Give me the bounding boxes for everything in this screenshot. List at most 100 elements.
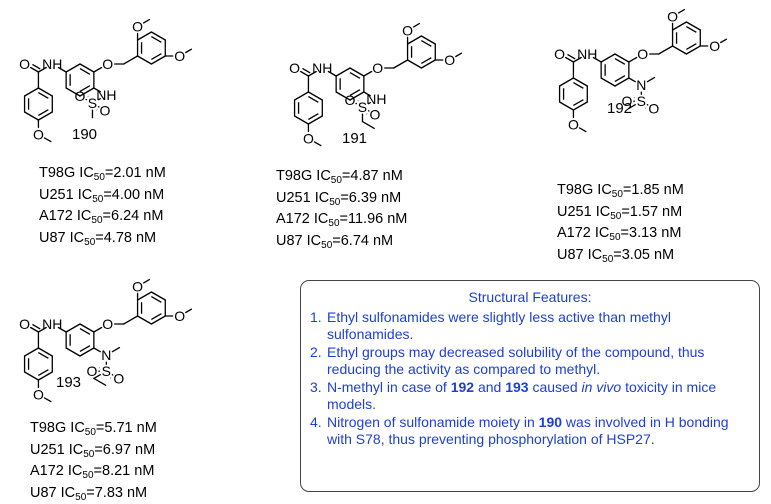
bond [79,87,95,97]
bond [671,21,688,31]
bond [23,87,40,97]
atom-s: S [358,99,367,115]
bond [412,22,420,28]
atom-o-ether: O [637,46,648,62]
activity-row: T98G IC50=1.85 nM [557,182,684,200]
features-list: 1. Ethyl sulfonamides were slightly less … [301,309,759,449]
bond [658,45,674,55]
bond [313,141,322,147]
feature-text: 193 [505,378,529,395]
bond [572,77,588,87]
ic-subscript: 50 [93,172,105,183]
activity-row: U87 IC50=6.74 nM [276,232,394,251]
cell-line: U87 [30,484,57,501]
ic-value: 7.83 nM [94,484,148,501]
cell-line: U251 [557,203,592,220]
atom-o-sulfonyl: O [99,102,110,118]
bond [37,347,53,357]
bond [111,346,121,353]
bond [367,102,371,105]
aromatic-double-bond [79,345,91,352]
cell-line: U251 [30,441,65,458]
ic-value: 11.96 nM [348,211,408,227]
bond [363,91,371,97]
atom-o-ether: O [102,316,113,332]
aromatic-double-bond [308,96,319,103]
feature-number: 2. [310,343,322,360]
ic-value: 4.00 nM [111,186,165,203]
cell-line: A172 [30,463,64,479]
ic-label: IC [597,182,612,198]
bond [23,371,40,381]
bond [600,77,616,87]
ic-subscript: 50 [610,210,622,222]
atom-o-methoxy-right: O [709,38,720,54]
bond [123,55,139,65]
ic-label: IC [595,203,611,220]
bond [349,91,365,101]
bond [628,104,636,110]
bond [614,53,630,63]
ic-label: IC [316,168,331,184]
cell-line: T98G [276,168,313,184]
aromatic-double-bond [151,53,162,60]
activity-row: U87 IC50=3.05 nM [557,246,675,265]
aromatic-double-bond [79,328,91,335]
bond [299,70,310,77]
bond [720,38,728,44]
bond [614,77,630,87]
feature-text: was involved in H bonding with S78, thus… [327,413,729,448]
aromatic-double-bond [38,369,49,376]
bond [29,66,40,73]
atom-o-methoxy-right: O [174,48,185,64]
ic-value: 6.24 nM [111,208,164,224]
bond [293,91,310,101]
atom-nh: NH [42,316,62,332]
bond [578,127,587,133]
bond [136,55,153,65]
atom-o-sulfonyl: O [86,363,97,379]
atom-o-sulfonyl: O [648,100,659,116]
bond [363,70,373,77]
bond [307,70,317,77]
atom-o-amide: O [554,46,565,62]
compound-id: 190 [72,126,98,143]
bond [335,91,351,101]
activity-row: U251 IC50=6.97 nM [30,441,156,460]
ic-value: 4.87 nM [350,168,403,184]
activity-row: A172 IC50=11.96 nM [276,211,408,229]
atom-o-methoxy-top: O [132,278,143,294]
bond [23,111,40,121]
feature-number: 1. [310,308,322,325]
double-bond [567,53,576,60]
bond [37,371,53,381]
bond [57,66,67,73]
aromatic-double-bond [151,36,162,43]
bond [37,66,47,73]
ic-label: IC [68,441,84,458]
atom-o-sulfonyl: O [75,88,86,104]
cell-line: T98G [39,165,76,181]
feature-text: Ethyl sulfonamides were slightly less ac… [327,308,671,343]
bond [564,56,575,63]
bond [79,63,95,73]
bond [685,21,701,31]
feature-number: 4. [310,413,322,430]
ic-value: 3.13 nM [629,225,682,241]
bond [685,45,701,55]
activity-row: T98G IC50=2.01 nM [39,165,166,183]
ic-label: IC [70,420,85,436]
ic-value: 8.21 nM [102,463,155,479]
aromatic-double-bond [79,68,91,75]
ic-subscript: 50 [84,427,96,438]
cell-line: A172 [276,211,310,227]
bond [572,101,588,111]
ic-subscript: 50 [321,239,333,251]
aromatic-double-bond [38,352,49,359]
feature-text: 192 [450,378,475,395]
ic-subscript: 50 [329,196,341,208]
